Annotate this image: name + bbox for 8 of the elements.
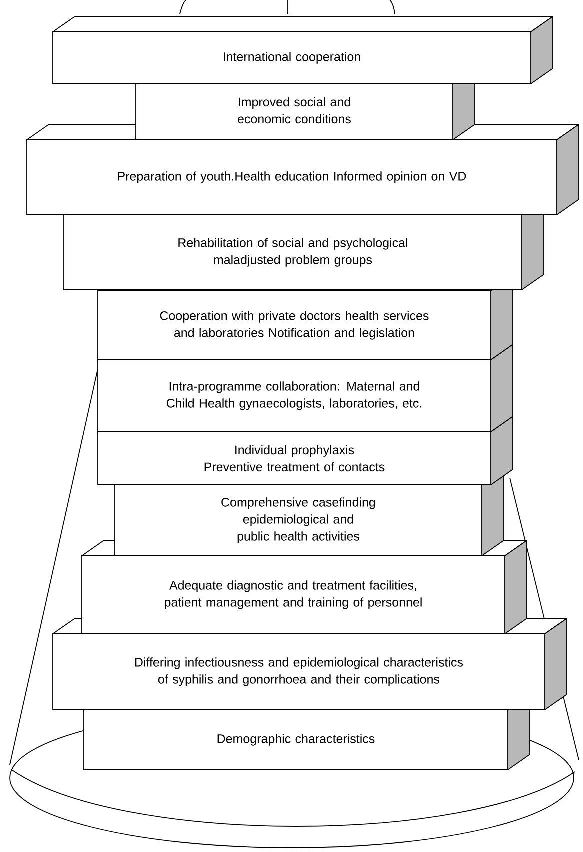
stacked-block: Demographic characteristics <box>84 694 530 770</box>
stacked-block: Intra-programme collaboration: Maternal and Child Health gynaecologists, laboratories, etc. <box>98 344 514 432</box>
stacked-block: Improved social and economic conditions <box>136 65 476 140</box>
stacked-block: International cooperation <box>52 16 554 84</box>
stacked-block: Preparation of youth.Health education Informed opinion on VD <box>26 124 580 216</box>
stacked-block: Cooperation with private doctors health services and laboratories Notification and legislation <box>98 275 514 360</box>
stacked-block: Rehabilitation of social and psychological maladjusted problem groups <box>64 199 544 290</box>
stacked-block: Differing infectiousness and epidemiological characteristics of syphilis and gonorrhoea and their complications <box>52 618 568 710</box>
